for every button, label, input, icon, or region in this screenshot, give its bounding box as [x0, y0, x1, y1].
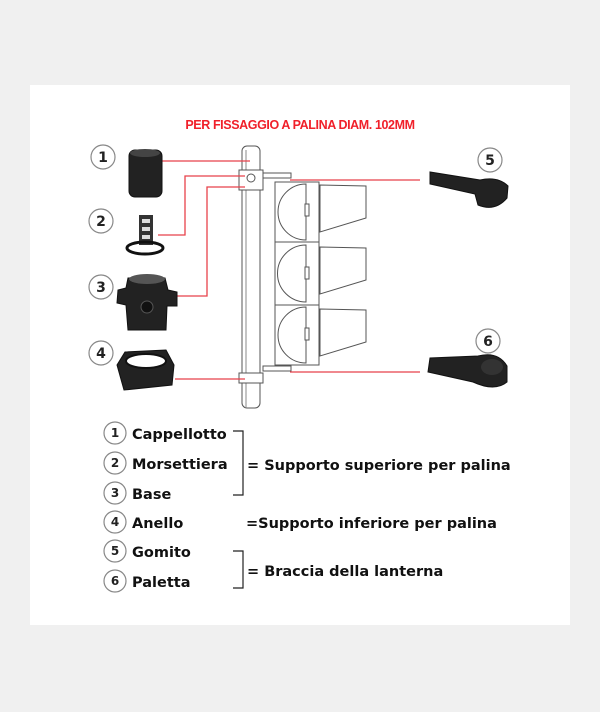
part-cappellotto [128, 149, 163, 198]
svg-text:4: 4 [96, 346, 106, 362]
part-morsettiera [125, 215, 165, 256]
callout-4: 4 [88, 340, 114, 366]
part-anello [116, 349, 175, 391]
legend-item: 2 Morsettiera [103, 451, 228, 475]
callout-2: 2 [88, 208, 114, 234]
callout-3: 3 [88, 274, 114, 300]
legend-item: 3 Base [103, 481, 171, 505]
svg-text:3: 3 [96, 280, 106, 296]
legend-item: 4 Anello [103, 510, 183, 534]
traffic-light-housing [274, 181, 367, 366]
svg-text:6: 6 [111, 574, 119, 588]
svg-text:6: 6 [483, 334, 493, 350]
pole [238, 145, 292, 409]
svg-text:Anello: Anello [132, 516, 183, 532]
part-base [116, 274, 178, 331]
part-gomito [429, 171, 509, 208]
legend-item: 5 Gomito [103, 539, 191, 563]
bracket-arms [233, 550, 244, 589]
leader-line-2 [158, 175, 245, 236]
svg-text:4: 4 [111, 515, 119, 529]
svg-text:3: 3 [111, 486, 119, 500]
svg-text:Morsettiera: Morsettiera [132, 457, 228, 473]
svg-text:Cappellotto: Cappellotto [132, 427, 227, 443]
svg-text:2: 2 [111, 456, 119, 470]
group-label-lower: =Supporto inferiore per palina [246, 516, 497, 532]
part-paletta [427, 354, 508, 388]
callout-6: 6 [475, 328, 501, 354]
bracket-upper [233, 430, 244, 496]
svg-text:1: 1 [98, 150, 108, 166]
callout-1: 1 [90, 144, 116, 170]
svg-text:Gomito: Gomito [132, 545, 191, 561]
group-label-arms: = Braccia della lanterna [247, 564, 443, 580]
svg-text:Base: Base [132, 487, 171, 503]
svg-text:Paletta: Paletta [132, 575, 190, 591]
legend-item: 6 Paletta [103, 569, 190, 593]
callout-5: 5 [477, 147, 503, 173]
diagram-title: PER FISSAGGIO A PALINA DIAM. 102MM [185, 118, 414, 132]
group-label-upper: = Supporto superiore per palina [247, 458, 511, 474]
svg-text:5: 5 [111, 544, 119, 558]
svg-text:5: 5 [485, 153, 495, 169]
svg-text:2: 2 [96, 214, 106, 230]
svg-text:1: 1 [111, 426, 119, 440]
leader-line-3 [177, 186, 245, 297]
legend-item: 1 Cappellotto [103, 421, 227, 445]
